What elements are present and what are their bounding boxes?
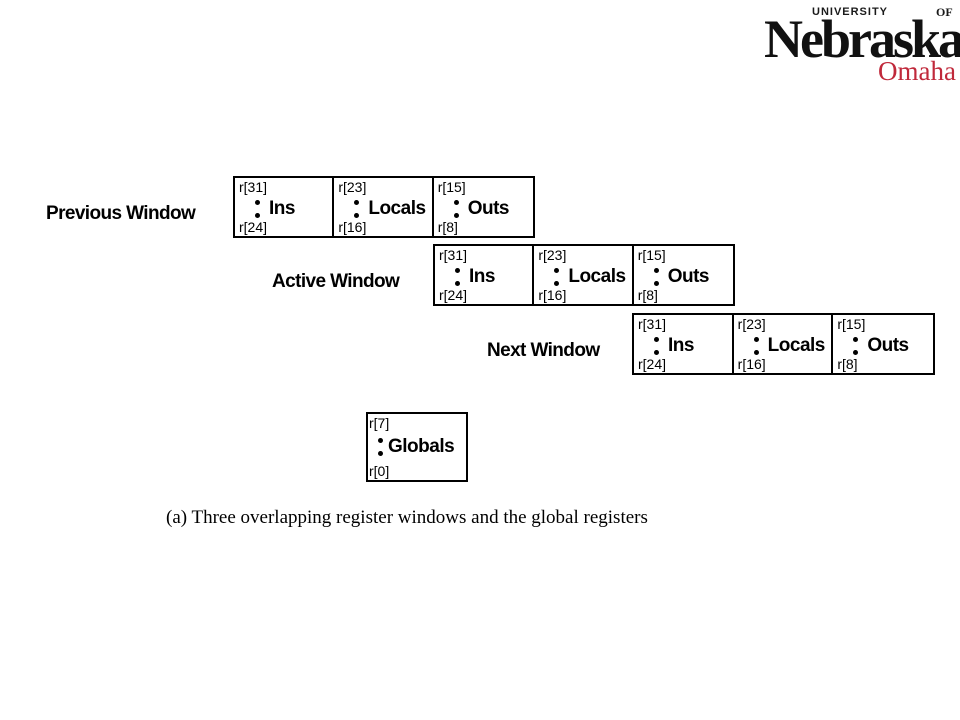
ellipsis-dots bbox=[453, 200, 460, 220]
register-top: r[23] bbox=[338, 179, 367, 195]
logo-of-text: OF bbox=[936, 5, 953, 19]
logo-university-text: UNIVERSITY bbox=[812, 6, 889, 18]
ellipsis-dots bbox=[354, 200, 360, 220]
register-top: r[31] bbox=[439, 247, 468, 263]
globals-box: r[7] Globals r[0] bbox=[366, 412, 468, 482]
cell-name: Locals bbox=[368, 198, 426, 219]
previous-window-row: r[31] Ins r[24] r[23] Locals r[16] r[15]… bbox=[233, 176, 535, 238]
ellipsis-dots bbox=[455, 268, 461, 288]
ellipsis-dots bbox=[654, 337, 660, 357]
next-ins-cell: r[31] Ins r[24] bbox=[634, 315, 734, 373]
register-bottom: r[24] bbox=[638, 356, 667, 372]
register-top: r[23] bbox=[538, 247, 567, 263]
register-top: r[15] bbox=[637, 247, 666, 263]
next-locals-cell: r[23] Locals r[16] bbox=[734, 315, 834, 373]
active-locals-cell: r[23] Locals r[16] bbox=[534, 246, 634, 304]
register-top: r[15] bbox=[837, 316, 866, 332]
ellipsis-dots bbox=[255, 200, 261, 220]
active-window-label: Active Window bbox=[272, 271, 400, 292]
cell-name: Ins bbox=[469, 266, 495, 287]
register-bottom: r[8] bbox=[437, 219, 458, 235]
register-bottom: r[16] bbox=[538, 287, 567, 303]
previous-locals-cell: r[23] Locals r[16] bbox=[334, 178, 434, 236]
previous-window-label: Previous Window bbox=[46, 203, 196, 224]
register-bottom: r[8] bbox=[637, 287, 658, 303]
cell-name: Locals bbox=[767, 335, 826, 356]
active-outs-cell: r[15] Outs r[8] bbox=[634, 246, 733, 304]
logo-nebraska-text: Nebraska bbox=[764, 9, 960, 69]
ellipsis-dots bbox=[653, 268, 660, 288]
cell-name: Outs bbox=[667, 266, 710, 287]
active-window-row: r[31] Ins r[24] r[23] Locals r[16] r[15]… bbox=[433, 244, 735, 306]
ellipsis-dots bbox=[378, 438, 384, 458]
logo-omaha-text: Omaha bbox=[878, 56, 956, 86]
next-window-label: Next Window bbox=[487, 340, 600, 361]
cell-name: Ins bbox=[668, 335, 694, 356]
register-top: r[23] bbox=[737, 316, 766, 332]
ellipsis-dots bbox=[554, 268, 560, 288]
cell-name: Outs bbox=[867, 335, 909, 356]
register-top: r[15] bbox=[437, 179, 466, 195]
globals-name: Globals bbox=[388, 436, 455, 457]
next-outs-cell: r[15] Outs r[8] bbox=[833, 315, 933, 373]
next-window-row: r[31] Ins r[24] r[23] Locals r[16] r[15]… bbox=[632, 313, 935, 375]
register-top: r[7] bbox=[369, 415, 390, 431]
active-ins-cell: r[31] Ins r[24] bbox=[435, 246, 535, 304]
cell-name: Ins bbox=[269, 198, 295, 219]
register-bottom: r[0] bbox=[369, 463, 390, 479]
register-bottom: r[16] bbox=[737, 356, 766, 372]
ellipsis-dots bbox=[753, 337, 760, 357]
previous-ins-cell: r[31] Ins r[24] bbox=[235, 178, 335, 236]
cell-name: Locals bbox=[568, 266, 626, 287]
cell-name: Outs bbox=[467, 198, 510, 219]
register-bottom: r[8] bbox=[837, 356, 858, 372]
ellipsis-dots bbox=[853, 337, 859, 357]
previous-outs-cell: r[15] Outs r[8] bbox=[434, 178, 533, 236]
register-bottom: r[24] bbox=[439, 287, 468, 303]
register-top: r[31] bbox=[638, 316, 667, 332]
university-logo: UNIVERSITY OF Nebraska Omaha bbox=[760, 2, 960, 88]
register-bottom: r[24] bbox=[239, 219, 268, 235]
register-top: r[31] bbox=[239, 179, 268, 195]
figure-caption: (a) Three overlapping register windows a… bbox=[166, 507, 648, 528]
register-bottom: r[16] bbox=[338, 219, 367, 235]
